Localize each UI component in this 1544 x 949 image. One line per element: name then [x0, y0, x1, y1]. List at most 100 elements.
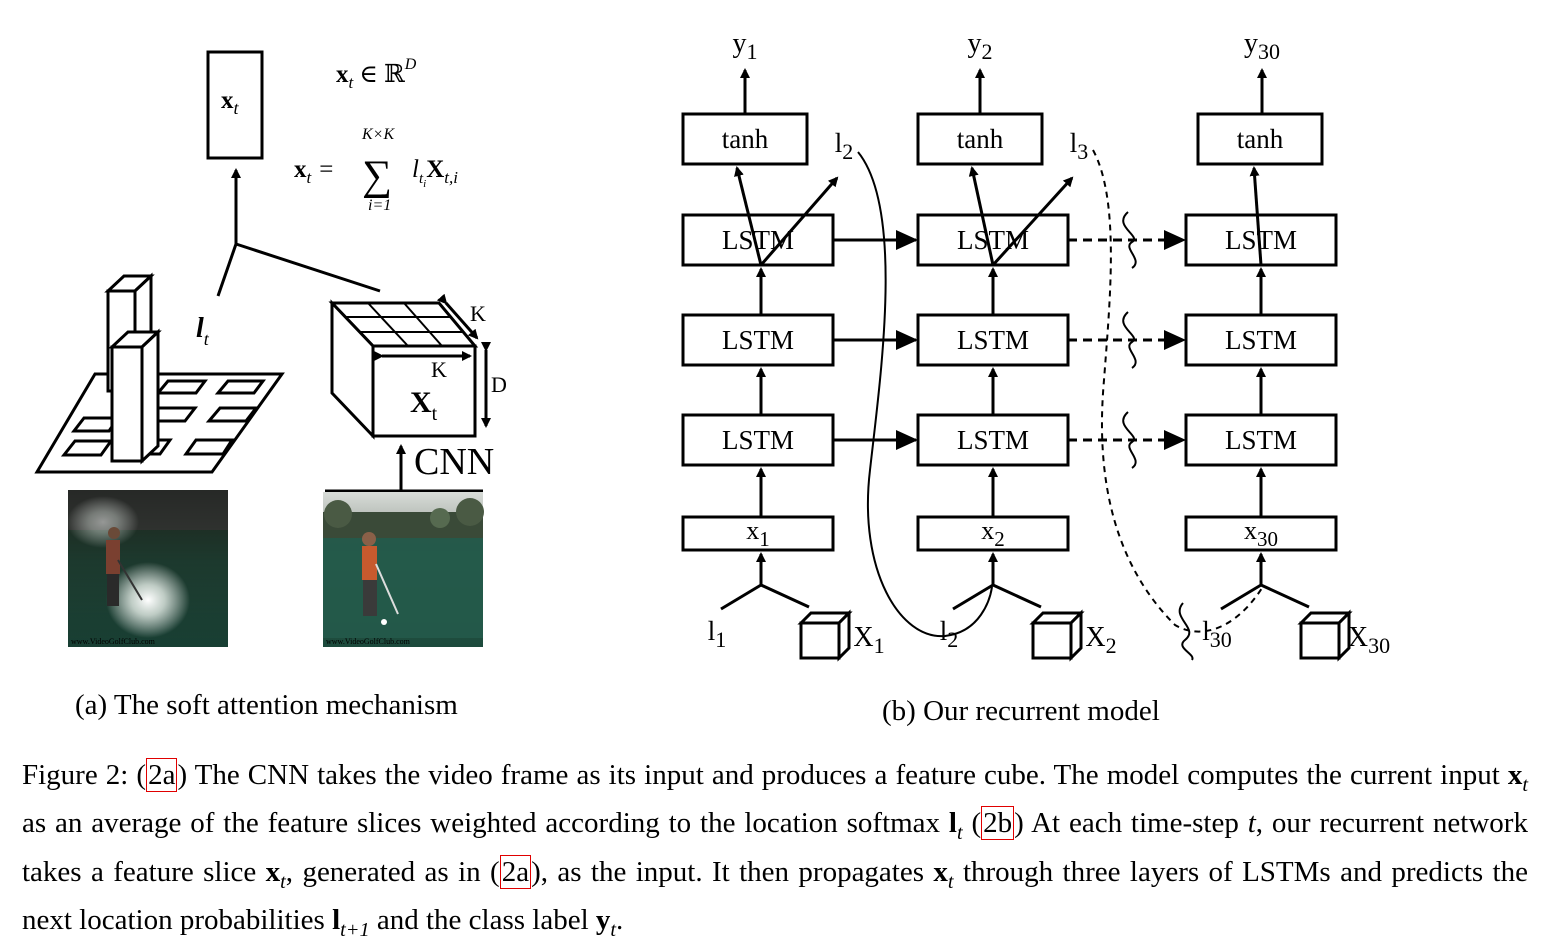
tanh-label: tanh: [1237, 124, 1284, 154]
tanh-box: [916, 112, 1044, 166]
attended-video-frame: www.VideoGolfClub.com: [67, 490, 228, 647]
ref-2b-link[interactable]: 2b: [981, 806, 1015, 841]
lstm-box: [681, 313, 835, 367]
output-label-y: y2: [968, 28, 993, 64]
ref-2a-link-2[interactable]: 2a: [499, 854, 532, 889]
input-x-label: x2: [981, 516, 1005, 551]
small-cube-front: [1299, 621, 1341, 660]
input-fork-right: [992, 583, 1042, 609]
small-cube-side: [1337, 609, 1351, 662]
cube-k-top-label: K: [470, 301, 486, 326]
time-skip-squiggle: [1122, 211, 1137, 269]
cube-d-label: D: [491, 372, 507, 397]
small-cube-side: [1069, 609, 1083, 662]
svg-text:www.VideoGolfClub.com: www.VideoGolfClub.com: [326, 637, 411, 646]
lstm-to-location-arrow: [991, 176, 1074, 267]
svg-text:K×K: K×K: [361, 126, 395, 143]
cnn-label: CNN: [414, 441, 494, 483]
caption-text-8: and the class label: [369, 903, 596, 936]
lstm-to-tanh-arrow: [968, 166, 995, 266]
branch-line-lt: [216, 243, 238, 297]
input-fork-right: [760, 583, 810, 609]
feature-cube-label: X30: [1348, 622, 1390, 658]
caption-text-2: as an average of the feature slices weig…: [22, 807, 949, 840]
lstm-label: LSTM: [1225, 325, 1297, 355]
svg-text:xt=: xt=: [294, 156, 333, 187]
ref-2a-link[interactable]: 2a: [146, 758, 178, 792]
caption-text-9: .: [616, 903, 624, 936]
caption-text-5: , generated as in (: [285, 855, 500, 888]
output-label-y: y1: [733, 28, 758, 64]
panel-a-soft-attention: xt xt∈ ℝD xt= K×K ∑ i=1 ltiXt,i lt: [34, 50, 507, 721]
tanh-label: tanh: [957, 124, 1004, 154]
lstm-to-tanh-arrow: [1249, 166, 1263, 266]
svg-text:i=1: i=1: [368, 197, 391, 214]
figure-2: xt xt∈ ℝD xt= K×K ∑ i=1 ltiXt,i lt: [34, 28, 1390, 727]
feature-cube-label: X1: [853, 622, 884, 658]
location-input-label: l2: [940, 616, 959, 652]
svg-text:ltiXt,i: ltiXt,i: [412, 156, 458, 190]
input-x-label: x30: [1244, 516, 1278, 551]
equation-weighted-sum: xt= K×K ∑ i=1 ltiXt,i: [294, 126, 458, 214]
input-fork-left: [952, 583, 994, 611]
caption-text-6: ), as the input. It then propagates: [531, 855, 934, 888]
location-output-label: l3: [1070, 128, 1089, 164]
lstm-box: [916, 413, 1070, 467]
xt-box-label: xt: [221, 87, 240, 118]
location-output-label: l2: [835, 128, 854, 164]
lt-label: lt: [196, 313, 210, 349]
cube-k-front-label: K: [431, 357, 447, 382]
small-cube-front: [799, 621, 841, 660]
time-skip-squiggle: [1122, 311, 1137, 369]
tanh-box: [1196, 112, 1324, 166]
time-skip-squiggle: [1122, 411, 1137, 469]
time-skip-squiggle-bottom: [1178, 602, 1194, 661]
lstm-label: LSTM: [722, 325, 794, 355]
small-cube-side: [837, 609, 851, 662]
figure-label: Figure 2:: [22, 759, 129, 791]
input-x-box: [916, 515, 1070, 552]
caption-text-4: , our recurrent network takes a feature …: [22, 807, 1528, 888]
equation-xt-in-rd: xt∈ ℝD: [336, 56, 417, 92]
caption-text-1: ) The CNN takes the video frame as its i…: [177, 759, 1508, 791]
svg-text:www.VideoGolfClub.com: www.VideoGolfClub.com: [71, 637, 156, 646]
lstm-label: LSTM: [722, 425, 794, 455]
panel-b-caption: (b) Our recurrent model: [882, 695, 1160, 727]
input-fork-right: [1260, 583, 1310, 609]
lstm-label: LSTM: [1225, 425, 1297, 455]
panel-a-caption: (a) The soft attention mechanism: [75, 689, 458, 721]
feature-cube-label: X2: [1085, 622, 1116, 658]
figure-caption: Figure 2: (2a) The CNN takes the video f…: [22, 758, 1528, 941]
attention-histogram: [34, 272, 285, 474]
lstm-box: [916, 313, 1070, 367]
location-input-label: l30: [1202, 616, 1232, 652]
lstm-to-location-arrow: [759, 176, 839, 266]
lstm-box: [681, 413, 835, 467]
lstm-box: [1184, 413, 1338, 467]
svg-text:∑: ∑: [362, 153, 392, 199]
lstm-label: LSTM: [957, 425, 1029, 455]
tanh-label: tanh: [722, 124, 769, 154]
output-label-y: y30: [1244, 28, 1280, 64]
input-x-box: [681, 515, 835, 552]
feature-cube: K K D Xt: [328, 293, 507, 440]
cube-k-arrow-top: [436, 293, 479, 340]
caption-text-3: ) At each time-step: [1014, 807, 1248, 840]
cube-xt-label: Xt: [410, 386, 438, 425]
branch-line-cube: [235, 242, 381, 293]
small-cube-front: [1031, 621, 1073, 660]
input-fork-left: [720, 583, 762, 611]
tanh-box: [681, 112, 809, 166]
location-feedback-curve: [857, 151, 993, 638]
location-input-label: l1: [708, 616, 727, 652]
input-fork-left: [1220, 583, 1262, 611]
lstm-to-tanh-arrow: [734, 166, 763, 266]
input-x-label: x1: [746, 516, 770, 551]
lstm-label: LSTM: [957, 225, 1029, 255]
input-video-frame: www.VideoGolfClub.com: [323, 492, 484, 647]
xt-output-box: [206, 50, 264, 160]
lstm-label: LSTM: [957, 325, 1029, 355]
